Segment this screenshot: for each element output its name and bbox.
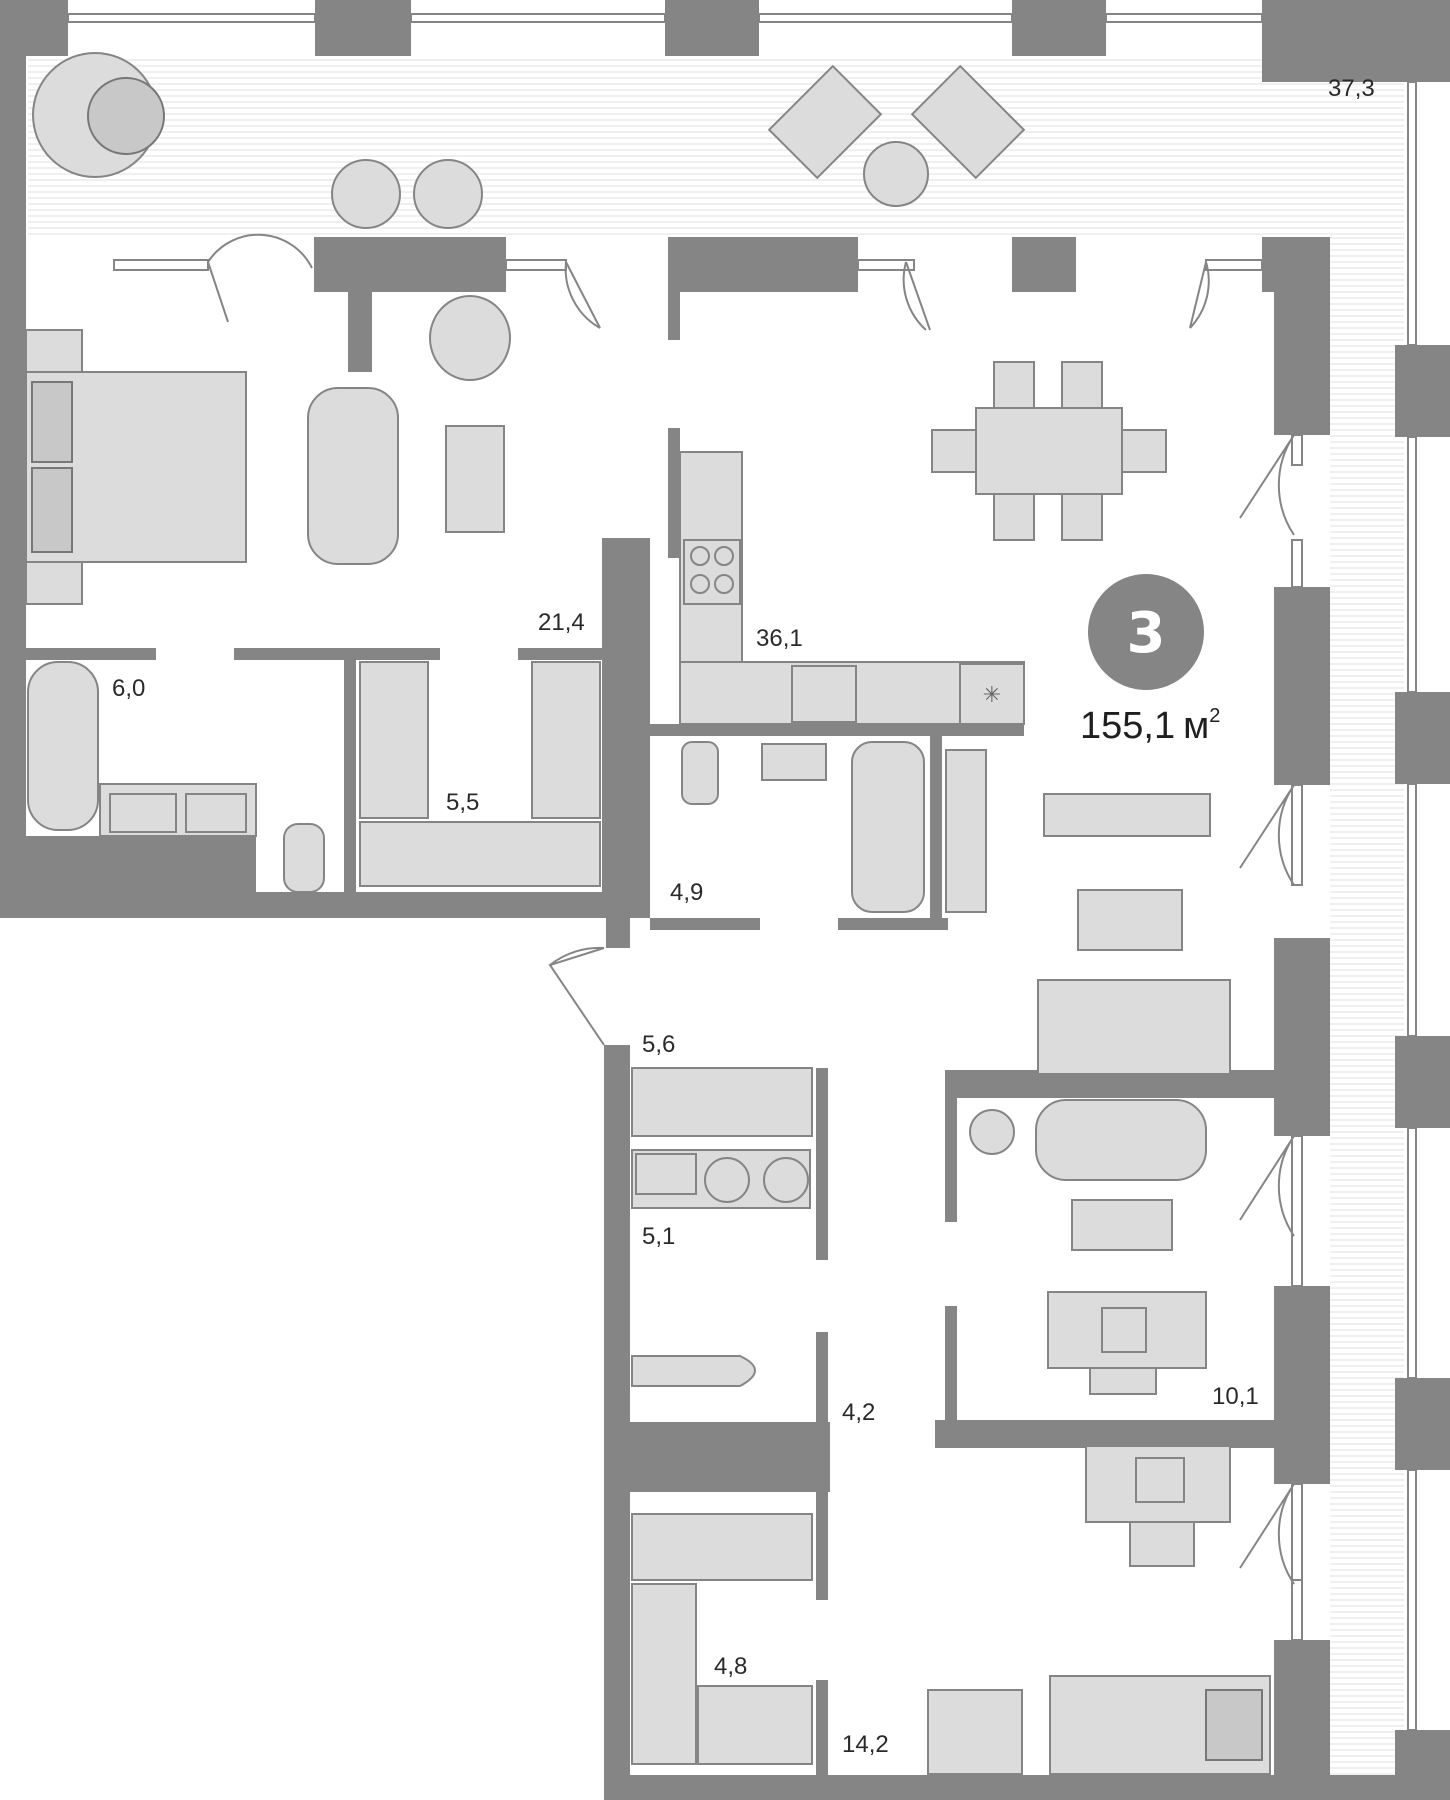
dining-furniture	[931, 361, 1167, 541]
kitchen-furniture: ✳	[679, 451, 1025, 725]
sink-icon	[791, 665, 857, 723]
rooms-badge	[1088, 574, 1204, 690]
area-label-bathroom-1: 6,0	[112, 675, 145, 702]
bathroom-1-furniture	[27, 661, 325, 893]
area-label-bathroom-2: 4,9	[670, 879, 703, 906]
area-label-wardrobe-3: 4,8	[714, 1653, 747, 1680]
wardrobe-icon	[531, 661, 601, 819]
bathtub-icon	[851, 741, 925, 913]
round-stool-icon	[413, 159, 483, 229]
toilet-icon	[283, 823, 325, 893]
laundry-furniture	[631, 1067, 813, 1387]
svg-text:✳: ✳	[983, 683, 1001, 708]
dining-table-icon	[975, 407, 1123, 495]
office-chair-icon	[1129, 1521, 1195, 1567]
coffee-table-icon	[1077, 889, 1183, 951]
sofa-icon	[1037, 979, 1231, 1075]
area-label-terrace: 37,3	[1328, 75, 1375, 102]
area-label-laundry: 5,1	[642, 1223, 675, 1250]
round-stool-icon	[331, 159, 401, 229]
area-label-kitchen-living: 36,1	[756, 625, 803, 652]
wardrobe-icon	[631, 1583, 697, 1765]
office-chair-icon	[1089, 1367, 1157, 1395]
living-furniture	[1037, 793, 1231, 1075]
wardrobe-3-furniture	[631, 1513, 813, 1765]
bedroom-2-furniture	[927, 1445, 1271, 1775]
plant-icon	[969, 1109, 1015, 1155]
windows	[67, 13, 1417, 1731]
doors	[207, 233, 1295, 1585]
terrace-furniture	[32, 52, 1026, 229]
shelf-icon	[359, 821, 601, 887]
terrace-hatch	[28, 59, 1404, 1775]
computer-icon	[1101, 1307, 1147, 1353]
tv-console-icon	[1043, 793, 1211, 837]
wardrobe-icon	[359, 661, 429, 819]
area-labels: 37,3 21,4 6,0 5,5 36,1 4,9 5,6 5,1 4,2 1…	[112, 75, 1375, 1758]
study-furniture	[969, 1099, 1207, 1395]
shelf-icon	[631, 1513, 813, 1581]
coffee-table-icon	[863, 141, 929, 207]
shelf-icon	[631, 1067, 813, 1137]
armchair-icon	[429, 295, 511, 381]
ironing-board-icon	[631, 1355, 756, 1387]
armchair-icon	[927, 1689, 1023, 1775]
bench-icon	[445, 425, 505, 533]
sink-icon	[635, 1153, 697, 1195]
area-label-study: 10,1	[1212, 1383, 1259, 1410]
sink-icon	[185, 793, 247, 833]
rooms-count: 3	[1127, 601, 1166, 666]
bathtub-icon	[27, 661, 99, 831]
sink-icon	[761, 743, 827, 781]
sofa-icon	[307, 387, 399, 565]
fridge-icon	[959, 663, 1025, 725]
toilet-icon	[681, 741, 719, 805]
dryer-icon	[763, 1157, 809, 1203]
washer-icon	[704, 1157, 750, 1203]
wardrobe-1-furniture	[359, 661, 601, 887]
area-label-wardrobe-1: 5,5	[446, 789, 479, 816]
area-label-bedroom: 21,4	[538, 609, 585, 636]
area-label-bedroom-2: 14,2	[842, 1731, 889, 1758]
armchair-icon	[1035, 1099, 1207, 1181]
bathroom-2-furniture	[681, 741, 987, 913]
area-label-hall: 4,2	[842, 1399, 875, 1426]
area-label-wardrobe-2: 5,6	[642, 1031, 675, 1058]
bedroom-furniture	[25, 295, 511, 605]
sink-icon	[109, 793, 177, 833]
computer-icon	[1135, 1457, 1185, 1503]
